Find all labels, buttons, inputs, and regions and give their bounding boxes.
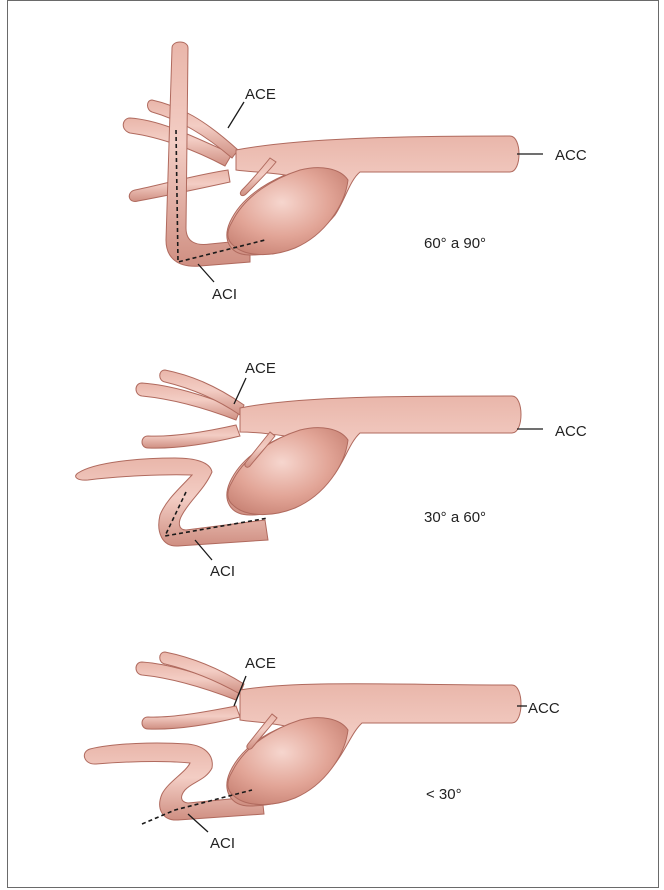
panel-2: ACE ACC ACI 30° a 60° <box>76 360 587 580</box>
ace-leader <box>234 378 246 404</box>
acc-label: ACC <box>555 147 587 164</box>
angle-label: < 30° <box>426 786 462 803</box>
angle-label: 60° a 90° <box>424 235 486 252</box>
panel-3: ACE ACC ACI < 30° <box>84 652 560 852</box>
ace-label: ACE <box>245 86 276 103</box>
acc-label: ACC <box>555 423 587 440</box>
acc-label: ACC <box>528 700 560 717</box>
eca-branch-lower <box>142 425 240 448</box>
aci-label: ACI <box>210 563 235 580</box>
ace-label: ACE <box>245 360 276 377</box>
eca-branch-lower <box>142 706 240 729</box>
carotid-bulb <box>228 168 348 255</box>
ace-leader <box>228 102 244 128</box>
angle-label: 30° a 60° <box>424 509 486 526</box>
aci-leader <box>198 264 214 282</box>
aci-label: ACI <box>212 286 237 303</box>
panel-1: ACE ACC ACI 60° a 90° <box>123 42 587 303</box>
aci-label: ACI <box>210 835 235 852</box>
carotid-bulb <box>228 428 348 515</box>
ace-label: ACE <box>245 655 276 672</box>
